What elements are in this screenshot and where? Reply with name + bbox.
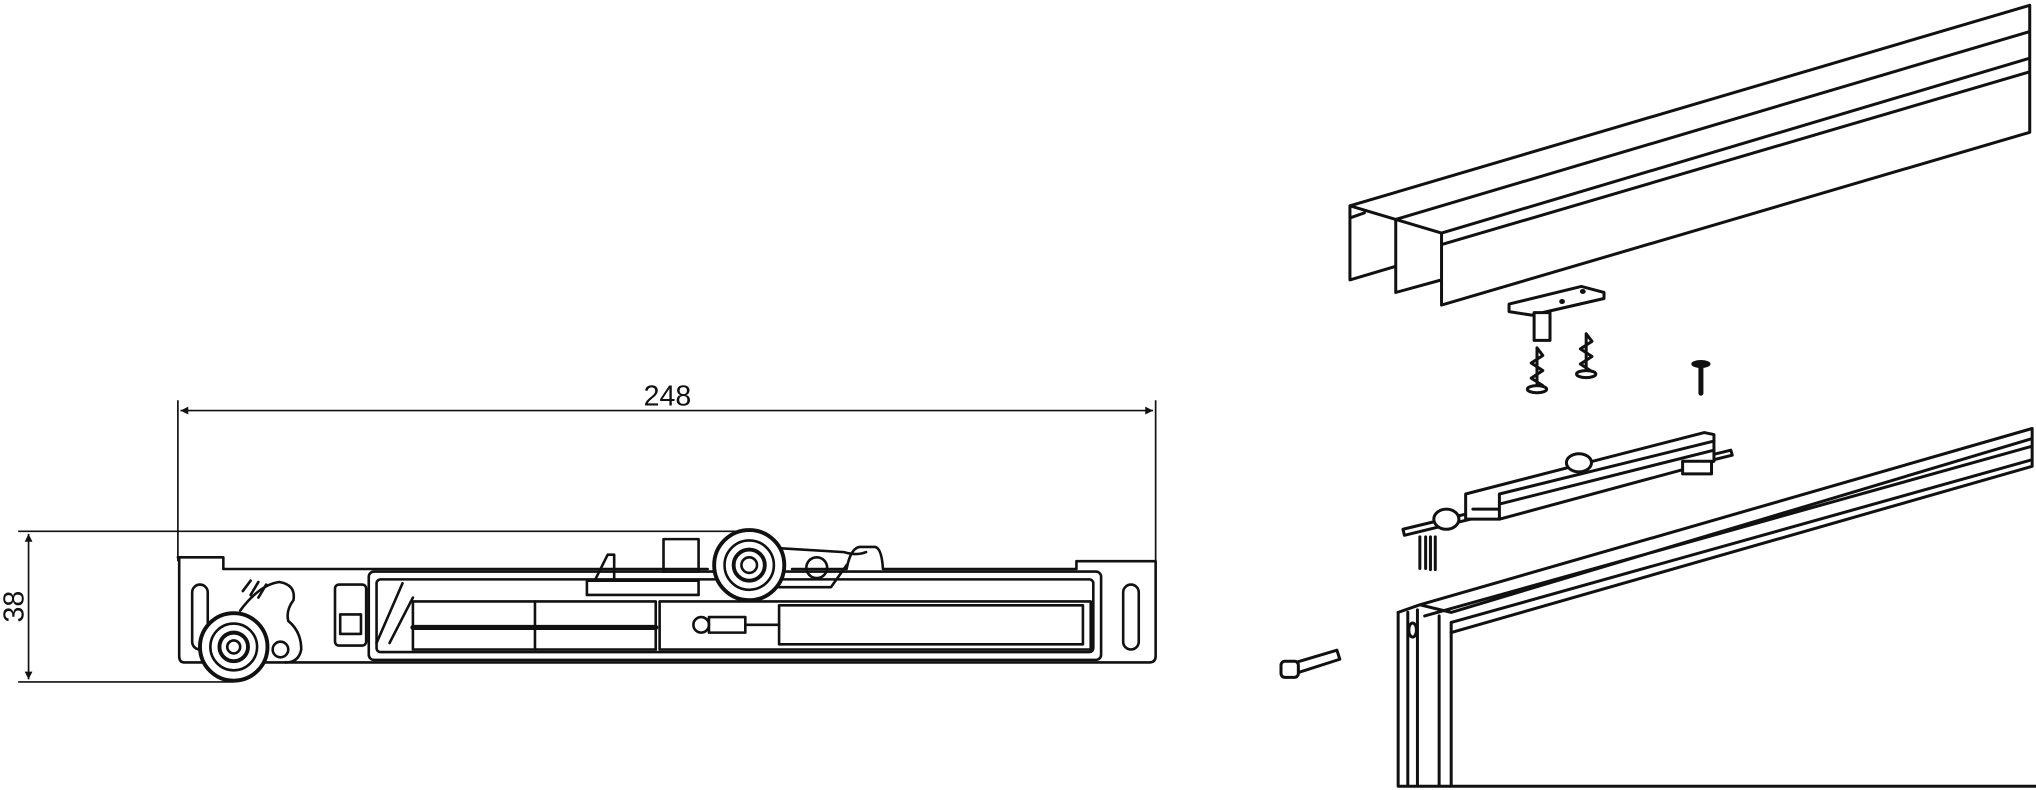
door-panel [1398,429,2036,787]
bolt-icon [1281,650,1340,677]
soft-close-unit [1403,433,1732,570]
screw-icon [1691,359,1711,393]
top-rail [1350,5,2030,305]
mounting-bracket [1509,286,1604,340]
height-label: 38 [0,591,30,623]
exploded-assembly-view [1281,5,2036,786]
pivot-hole [805,556,829,580]
height-dimension: 38 [0,530,747,683]
lower-roller-wheel [198,611,270,683]
screw-icon [1577,334,1596,378]
screw-icon [1527,348,1546,393]
side-view-mechanism: 248 38 [0,380,1157,683]
length-dimension: 248 [177,380,1157,562]
upper-roller-wheel [712,528,787,603]
length-label: 248 [644,380,692,412]
